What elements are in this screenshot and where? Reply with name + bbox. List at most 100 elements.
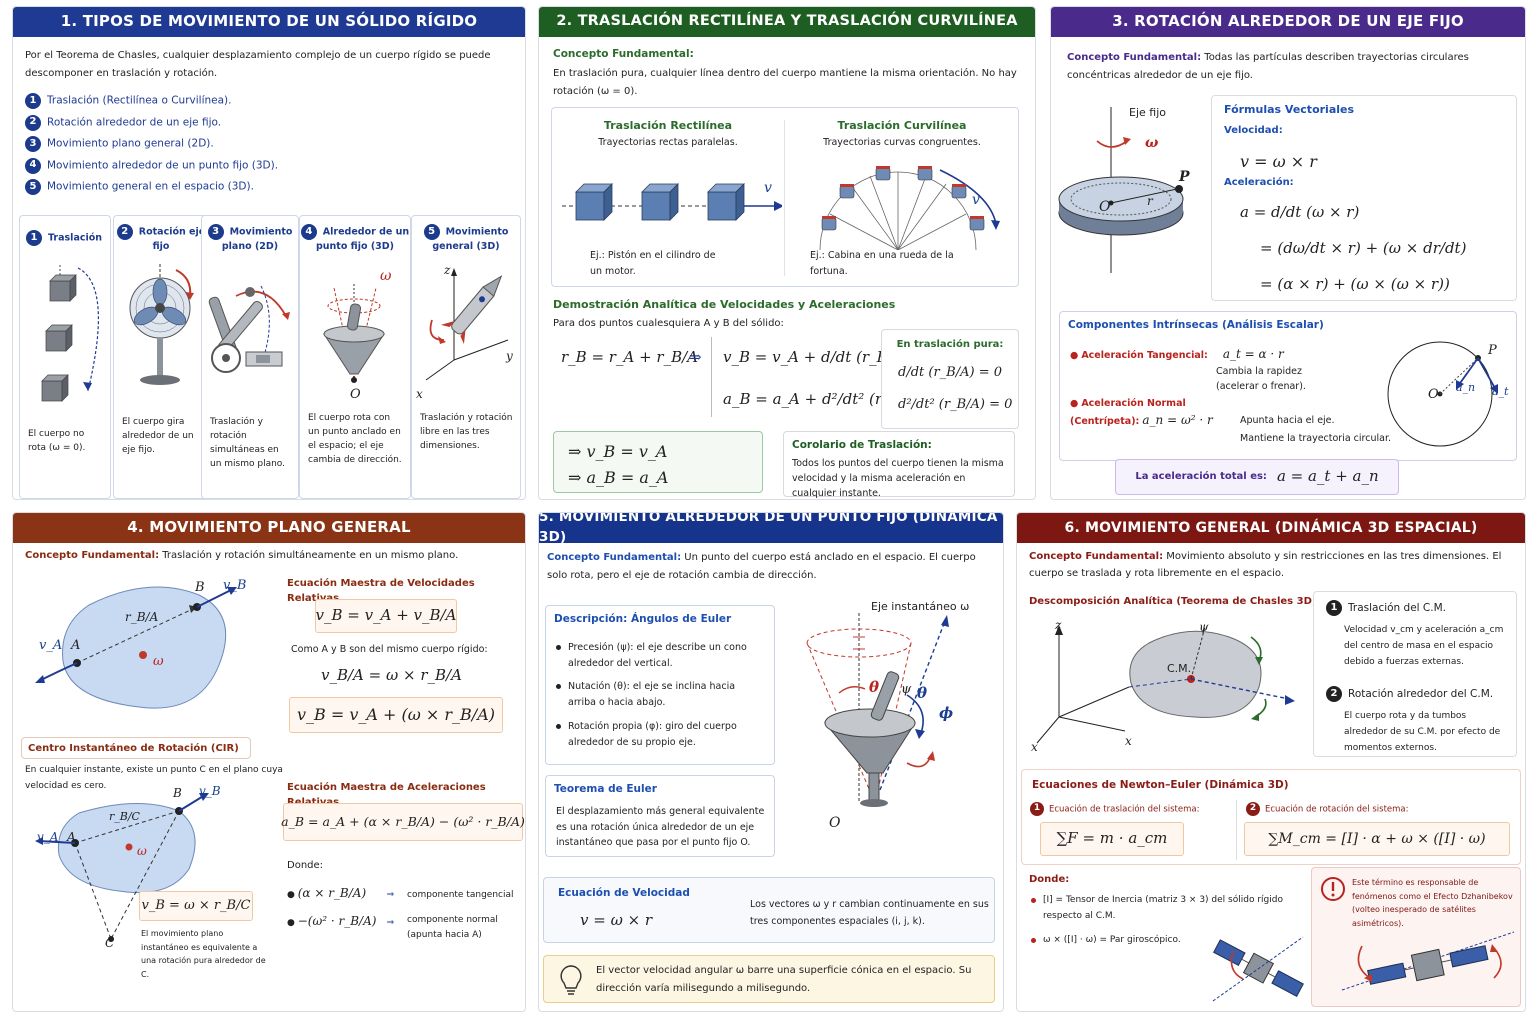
euler-title: Descripción: Ángulos de Euler	[554, 613, 732, 625]
demo-title: Demostración Analítica de Velocidades y …	[553, 298, 896, 311]
inst-axis-label: Eje instantáneo ω	[871, 600, 970, 613]
total-acceleration-box: La aceleración total es: a = a_t + a_n	[1115, 459, 1399, 495]
panel-rotacion-eje: 3. ROTACIÓN ALREDEDOR DE UN EJE FIJO Con…	[1050, 6, 1526, 500]
satellite-icon	[1212, 936, 1304, 1002]
vel-label: Velocidad:	[1224, 125, 1283, 136]
p5-concept-wrap: Concepto Fundamental: Un punto del cuerp…	[547, 549, 993, 584]
ne-divider	[1236, 800, 1237, 860]
rBA-label: r_B/A	[125, 610, 159, 624]
vel-eq: v = ω × r	[1240, 152, 1317, 171]
s1-text: Velocidad v_cm y aceleración a_cm del ce…	[1344, 625, 1504, 668]
term-2-eq: −(ω² · r_B/A)	[297, 914, 377, 928]
cir-title-box: Centro Instantáneo de Rotación (CIR)	[21, 737, 251, 759]
norm-desc1: Apunta hacia el eje.	[1240, 415, 1335, 426]
acc-eq1: a = d/dt (ω × r)	[1240, 203, 1360, 221]
vel-note: Como A y B son del mismo cuerpo rígido:	[291, 644, 488, 655]
v-label-curv: v	[972, 192, 980, 208]
rectilinear-cubes-icon	[562, 183, 782, 221]
translation-cubes-icon	[41, 264, 100, 402]
theta2-label: θ	[917, 684, 928, 702]
card-desc: El cuerpo rota con un punto anclado en e…	[308, 413, 402, 465]
linkage-icon	[208, 285, 290, 373]
intrinsic-box: Componentes Intrínsecas (Análisis Escala…	[1059, 311, 1517, 461]
total-label: La aceleración total es:	[1135, 470, 1267, 482]
omega-label: ω	[153, 654, 164, 669]
panel-6-title: 6. MOVIMIENTO GENERAL (DINÁMICA 3D ESPAC…	[1017, 513, 1525, 543]
term-1: ● (α × r_B/A) ⇒ componente tangencial	[287, 885, 523, 902]
B2-label: B	[173, 786, 182, 800]
eq-acceleration: a_B = a_A + d²/dt² (r_B/A)	[723, 390, 923, 408]
tang-eq: a_t = α · r	[1222, 347, 1284, 361]
cor-title: Corolario de Traslación:	[792, 439, 932, 451]
vB2-label: v_B	[199, 784, 221, 798]
axis-label: Eje fijo	[1129, 106, 1166, 119]
panel-2-title: 2. TRASLACIÓN RECTILÍNEA Y TRASLACIÓN CU…	[539, 7, 1035, 37]
rigid-body-velocity-diagram	[35, 586, 237, 709]
acc-eq: a_B = a_A + (α × r_B/A) − (ω² · r_B/A)	[281, 813, 525, 829]
p5-concept-label: Concepto Fundamental:	[547, 552, 682, 563]
omega2-label: ω	[137, 844, 147, 858]
p2-concept: En traslación pura, cualquier línea dent…	[553, 68, 1017, 97]
cir-eq: v_B = ω × r_B/C	[141, 897, 251, 913]
vel-eq-box: v_B = v_A + v_B/A	[315, 599, 457, 633]
ferris-wheel-icon	[819, 166, 1000, 250]
term-1-eq: (α × r_B/A)	[297, 886, 367, 900]
p6-concept-label: Concepto Fundamental:	[1029, 551, 1164, 562]
curv-title: Traslación Curvilínea	[837, 119, 967, 132]
A2-label: A	[67, 830, 76, 844]
x-label: x	[1031, 740, 1038, 754]
result-box: ⇒ v_B = v_A ⇒ a_B = a_A	[553, 431, 763, 493]
warning-box: Este término es responsable de fenómenos…	[1311, 867, 1521, 1007]
pure-translation-box: En traslación pura: d/dt (r_B/A) = 0 d²/…	[881, 329, 1019, 429]
list-item: Rotación propia (φ): giro del cuerpo alr…	[556, 719, 766, 751]
rotating-disk-icon	[1058, 107, 1184, 273]
curv-sub: Trayectorias curvas congruentes.	[823, 137, 981, 148]
demo-sub: Para dos puntos cualesquiera A y B del s…	[553, 318, 784, 329]
tang-row: ● Aceleración Tangencial: a_t = α · r	[1070, 347, 1284, 361]
p3-concept-label: Concepto Fundamental:	[1067, 52, 1202, 63]
ne1-label: Ecuación de traslación del sistema:	[1049, 804, 1200, 815]
warning-icon	[1321, 877, 1345, 901]
desc-title: Descomposición Analítica (Teorema de Cha…	[1029, 596, 1317, 607]
v-label: v	[764, 180, 772, 196]
norm-eq: a_n = ω² · r	[1142, 413, 1213, 428]
gyroscope-icon	[806, 613, 949, 807]
vB-label: v_B	[223, 578, 247, 593]
free-body-3d-icon	[1036, 625, 1295, 744]
psi-label: ψ	[901, 682, 912, 697]
pure-eq2: d²/dt² (r_B/A) = 0	[898, 397, 1013, 412]
x2-label: x	[1125, 734, 1132, 748]
p3-concept-wrap: Concepto Fundamental: Todas las partícul…	[1067, 49, 1517, 85]
list-item: Precesión (ψ): el eje describe un cono a…	[556, 640, 766, 672]
curv-example: Ej.: Cabina en una rueda de la fortuna.	[810, 250, 954, 278]
norm-row: ● Aceleración Normal (Centrípeta): a_n =…	[1070, 398, 1213, 428]
p1-intro: Por el Teorema de Chasles, cualquier des…	[25, 50, 491, 79]
lightbulb-icon	[560, 965, 582, 995]
x-axis-label: x	[416, 387, 423, 401]
panel-plano-general: 4. MOVIMIENTO PLANO GENERAL Concepto Fun…	[12, 512, 526, 1012]
O-label: O	[829, 815, 841, 831]
term-arrow: ⇒	[386, 890, 395, 900]
acc-label: Aceleración:	[1224, 177, 1294, 188]
ec-text: Los vectores ω y r cambian continuamente…	[750, 899, 989, 928]
vA-label: v_A	[39, 638, 63, 653]
tang-label: Aceleración Tangencial:	[1081, 350, 1208, 361]
vel-eq: v_B = v_A + v_B/A	[315, 606, 457, 625]
euler-list: Precesión (ψ): el eje describe un cono a…	[556, 640, 766, 758]
euler-angles-box: Descripción: Ángulos de Euler Precesión …	[545, 605, 775, 765]
vel-eq2: v_B/A = ω × r_B/A	[321, 666, 462, 684]
s2-title: Rotación alrededor del C.M.	[1348, 688, 1494, 700]
cor-text: Todos los puntos del cuerpo tienen la mi…	[792, 458, 1004, 500]
fan-icon	[129, 264, 194, 385]
card-desc: Traslación y rotación libre en las tres …	[420, 413, 513, 451]
donde-label: Donde:	[1029, 874, 1070, 885]
O-label: O	[1099, 199, 1111, 215]
